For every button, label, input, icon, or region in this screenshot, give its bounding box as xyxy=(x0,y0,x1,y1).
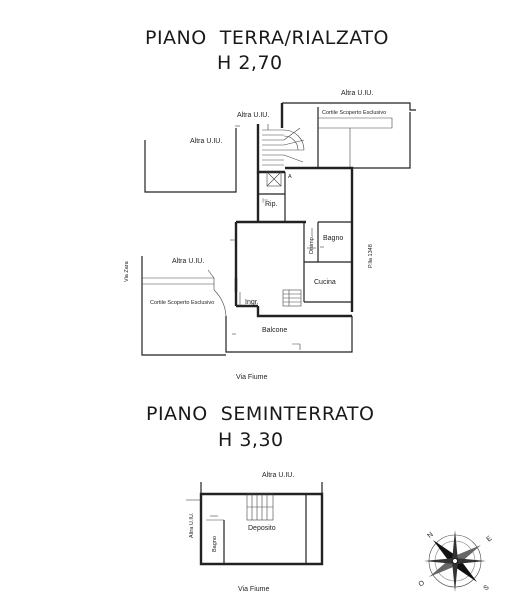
label-cortile-top: Cortile Scoperto Esclusivo xyxy=(322,110,386,116)
label-bagno-basement: Bagno xyxy=(212,536,218,552)
basement-height: H 3,30 xyxy=(218,429,284,451)
label-cortile-left: Cortile Scoperto Esclusivo xyxy=(150,300,214,306)
label-via-fiume-basement: Via Fiume xyxy=(238,586,269,593)
compass-rose: N E S O xyxy=(418,530,494,592)
label-via-fiume-ground: Via Fiume xyxy=(236,374,267,381)
basement-title: PIANO SEMINTERRATO xyxy=(146,403,374,425)
label-cucina: Cucina xyxy=(314,279,336,286)
ground-floor-plan: A xyxy=(124,90,416,381)
label-pilla: P.lla 1348 xyxy=(368,244,374,268)
label-rip: Rip. xyxy=(265,201,278,208)
label-balcone: Balcone xyxy=(262,327,287,334)
compass-e: E xyxy=(486,535,494,544)
label-altra-uiu-left-upper: Altra U.IU. xyxy=(190,138,222,145)
label-altra-uiu-top-right: Altra U.IU. xyxy=(341,90,373,97)
label-altra-uiu-top-center: Altra U.IU. xyxy=(237,112,269,119)
label-altra-uiu-left-lower: Altra U.IU. xyxy=(172,258,204,265)
label-altra-uiu-basement-left: Altra U.IU. xyxy=(189,512,195,538)
label-bagno: Bagno xyxy=(323,235,343,242)
label-disimp: Disimp. xyxy=(309,235,315,254)
label-ingr: Ingr. xyxy=(245,299,259,306)
svg-text:A: A xyxy=(288,174,292,180)
ground-floor-title: PIANO TERRA/RIALZATO xyxy=(145,27,389,49)
ground-floor-height: H 2,70 xyxy=(217,52,283,74)
basement-plan: Altra U.IU. Altra U.IU. Deposito Bagno V… xyxy=(186,472,324,593)
compass-n: N xyxy=(426,531,434,540)
label-altra-uiu-basement-top: Altra U.IU. xyxy=(262,472,294,479)
compass-s: S xyxy=(483,584,491,593)
label-via-zara: Via Zara xyxy=(124,260,130,282)
compass-o: O xyxy=(418,579,427,588)
label-deposito: Deposito xyxy=(248,525,276,532)
